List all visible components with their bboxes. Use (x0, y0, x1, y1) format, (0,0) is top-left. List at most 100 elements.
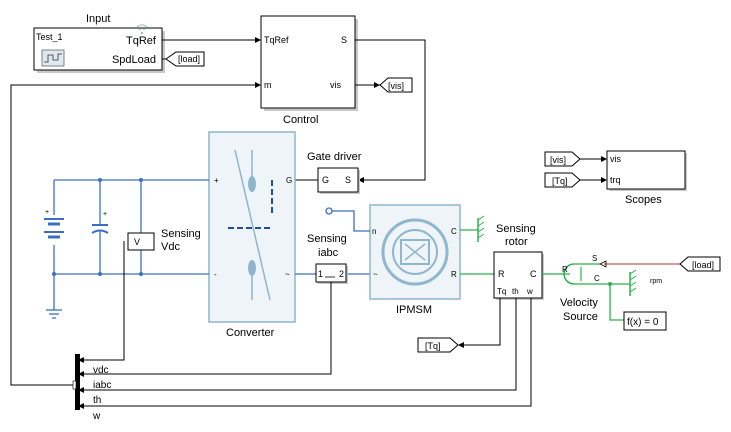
converter-minus-mark: - (214, 270, 217, 279)
sensing-vdc-title-line1: Sensing (161, 228, 201, 240)
from-load-tag[interactable]: [load] (679, 256, 721, 272)
input-port-tqref-label: TqRef (126, 35, 157, 47)
converter-title: Converter (226, 327, 275, 339)
gate-driver-port-s-label: S (345, 175, 351, 185)
sensing-rotor-port-c: C (530, 269, 537, 279)
input-scenario-label: Test_1 (36, 32, 63, 42)
torque-signal-line (462, 298, 501, 346)
from-load-label: [load] (692, 260, 714, 270)
ipmsm-motor-block[interactable]: n C R ~ IPMSM (369, 204, 461, 316)
sensing-iabc-title-line1: Sensing (307, 233, 347, 245)
switch-arrowhead (358, 177, 364, 183)
omega-arrowhead (78, 403, 84, 409)
control-subsystem-block[interactable]: TqRef m S vis Control (260, 15, 358, 126)
signal-builder-icon (41, 49, 65, 67)
ipmsm-title: IPMSM (396, 304, 432, 316)
solver-label: f(x) = 0 (627, 317, 659, 328)
node-dot (608, 282, 612, 286)
bus-creator-block[interactable] (72, 354, 80, 410)
ipmsm-port-n: n (372, 227, 376, 236)
neutral-node (325, 207, 333, 215)
omega-signal-line (82, 298, 532, 407)
converter-plus-mark: + (214, 176, 219, 185)
converter-g-mark: G (286, 176, 292, 185)
goto-vis-tag[interactable]: [vis] (379, 77, 413, 93)
from-tq-tag[interactable]: [Tq] (544, 172, 581, 188)
bus-signal-vdc: vdc (93, 365, 109, 376)
measurement-arrowhead (255, 82, 261, 88)
scopes-port-trq: trq (610, 175, 621, 185)
from-vis-label: [vis] (550, 155, 566, 165)
sensing-vdc-block[interactable]: V Sensing Vdc (127, 228, 201, 253)
bus-signal-iabc: iabc (93, 380, 111, 391)
gate-driver-block[interactable]: G S Gate driver (307, 151, 362, 194)
battery-icon[interactable]: + (44, 209, 64, 239)
vis-arrowhead (374, 82, 380, 88)
velocity-port-c: C (594, 274, 600, 283)
scopes-subsystem-block[interactable]: vis trq Scopes (606, 150, 687, 206)
sensing-rotor-title-line1: Sensing (496, 223, 536, 235)
velocity-source-block[interactable]: R S C Velocity Source (560, 254, 600, 323)
node-dot (52, 272, 56, 276)
input-subsystem-block[interactable]: Input Test_1 TqRef SpdLoad (33, 13, 165, 73)
motor-icon (381, 218, 449, 286)
velocity-reference-icon (629, 269, 637, 296)
from-vis-tag[interactable]: [vis] (544, 151, 581, 167)
theta-arrowhead (78, 387, 84, 393)
gate-driver-port-g-label: G (322, 175, 329, 185)
sensing-rotor-title-line2: rotor (505, 236, 528, 248)
scopes-title: Scopes (625, 194, 662, 206)
control-port-m-label: m (264, 80, 272, 90)
goto-tq-tag[interactable]: [Tq] (417, 337, 459, 353)
sensing-rotor-port-tq: Tq (497, 287, 506, 296)
ipmsm-port-r: R (451, 270, 457, 279)
goto-load-tag[interactable]: [load] (165, 51, 205, 67)
velocity-source-title-line2: Source (563, 311, 598, 323)
svg-text:+: + (103, 211, 107, 218)
ipmsm-port-c: C (451, 227, 457, 236)
velocity-unit-label: rpm (650, 278, 662, 285)
control-port-tqref-label: TqRef (264, 35, 289, 45)
control-block-title: Control (283, 114, 318, 126)
ipmsm-ac-mark: ~ (373, 270, 378, 279)
solver-connection-line (609, 284, 624, 321)
sensing-iabc-block[interactable]: 1 2 Sensing iabc (307, 233, 348, 284)
neutral-wire (332, 210, 370, 232)
scopes-port-vis: vis (610, 154, 621, 164)
sensing-vdc-title-line2: Vdc (161, 241, 180, 253)
control-port-vis-label: vis (330, 80, 341, 90)
converter-block[interactable]: + G - ~ Converter (208, 131, 296, 339)
capacitor-icon[interactable]: + (91, 180, 109, 274)
svg-text:+: + (45, 209, 49, 216)
iabc-signal-line (82, 282, 332, 375)
measurement-bus-line (10, 84, 255, 386)
bus-signal-th: th (93, 395, 101, 406)
goto-load-label: [load] (178, 54, 200, 64)
velocity-source-title-line1: Velocity (560, 297, 598, 309)
electrical-ground-icon (46, 309, 62, 319)
switch-icon (234, 149, 271, 301)
converter-ac-mark: ~ (285, 270, 290, 279)
from-tq-label: [Tq] (552, 176, 568, 186)
goto-vis-label: [vis] (388, 81, 404, 91)
tqref-arrowhead (255, 37, 261, 43)
velocity-port-s: S (592, 254, 597, 263)
iabc-arrowhead (78, 371, 84, 377)
solver-configuration-block[interactable]: f(x) = 0 (623, 311, 667, 331)
sensing-rotor-port-r: R (498, 269, 505, 279)
input-block-title: Input (86, 13, 110, 25)
sensing-rotor-port-w: w (526, 287, 533, 296)
mechanical-reference-icon (477, 215, 485, 242)
sensing-iabc-port2: 2 (339, 269, 344, 279)
velocity-port-r: R (562, 265, 568, 274)
sensing-rotor-block[interactable]: R C Tq th w Sensing rotor (493, 223, 544, 300)
sensing-iabc-port1: 1 (318, 269, 323, 279)
voltage-sensor-icon: V (134, 237, 140, 247)
input-port-spdload-label: SpdLoad (112, 54, 156, 66)
control-port-s-label: S (341, 35, 347, 45)
sensing-iabc-title-line2: iabc (318, 247, 339, 259)
vdc-arrowhead (78, 357, 84, 363)
scope-trq-arrowhead (601, 177, 607, 183)
